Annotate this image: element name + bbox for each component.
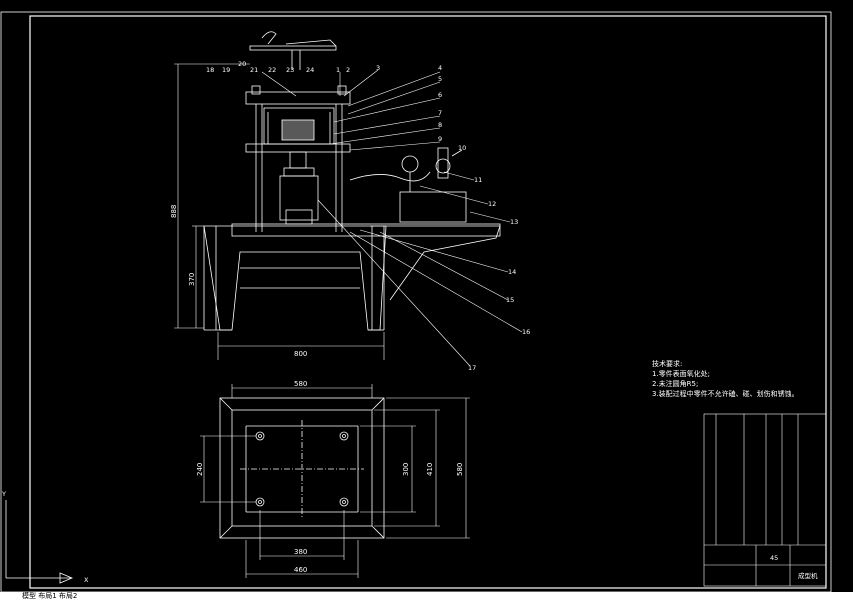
part-label-21: 21 [250,66,258,74]
part-label-16: 16 [522,328,530,336]
front-view [203,31,501,331]
technical-requirements: 技术要求: 1.零件表面氧化处; 2.未注圆角R5; 3.装配过程中零件不允许磕… [652,359,799,398]
part-label-24: 24 [306,66,314,74]
front-dimensions: 888 370 800 [170,63,385,360]
part-label-8: 8 [438,121,442,129]
tech-req-item-2: 2.未注圆角R5; [652,379,698,388]
part-label-2: 2 [346,66,350,74]
dim-side-300: 300 [402,463,410,476]
part-label-14: 14 [508,268,516,276]
part-label-11: 11 [474,176,482,184]
top-dimensions: 580 240 380 460 300 410 580 [196,380,470,578]
part-label-18: 18 [206,66,214,74]
part-label-17: 17 [468,364,476,372]
part-label-7: 7 [438,109,442,117]
dim-plate-height: 240 [196,463,204,476]
part-label-4: 4 [438,64,442,72]
title-block: 45 成型机 [703,413,827,587]
part-label-22: 22 [268,66,276,74]
dim-side-580: 580 [456,463,464,476]
title-block-name: 成型机 [798,571,818,580]
tech-req-item-3: 3.装配过程中零件不允许磕、碰、划伤和锈蚀。 [652,389,799,398]
ucs-icon: Y X [1,490,89,584]
layout-tabs-bar[interactable]: 模型 布局1 布局2 [0,592,853,601]
dim-base-width: 800 [294,350,307,358]
dim-side-410: 410 [426,463,434,476]
dim-base-height: 370 [188,273,196,286]
part-label-19: 19 [222,66,230,74]
tech-req-title: 技术要求: [652,359,682,368]
ucs-x-label: X [84,576,89,584]
dim-top-width: 580 [294,380,307,388]
part-label-23: 23 [286,66,294,74]
part-label-10: 10 [458,144,466,152]
inner-frame [29,15,827,589]
dim-outer-width: 460 [294,566,307,574]
tech-req-item-1: 1.零件表面氧化处; [652,369,710,378]
dim-inner-width: 380 [294,548,307,556]
part-label-5: 5 [438,75,442,83]
part-label-6: 6 [438,91,442,99]
part-label-9: 9 [438,135,442,143]
outer-frame [0,11,832,593]
leader-lines [261,69,523,367]
ucs-y-label: Y [1,490,6,498]
part-label-12: 12 [488,200,496,208]
part-label-13: 13 [510,218,518,226]
part-label-15: 15 [506,296,514,304]
part-label-3: 3 [376,64,380,72]
top-view [219,397,385,539]
title-block-material: 45 [770,554,778,562]
dim-overall-height: 888 [170,205,178,218]
part-label-1: 1 [336,66,340,74]
